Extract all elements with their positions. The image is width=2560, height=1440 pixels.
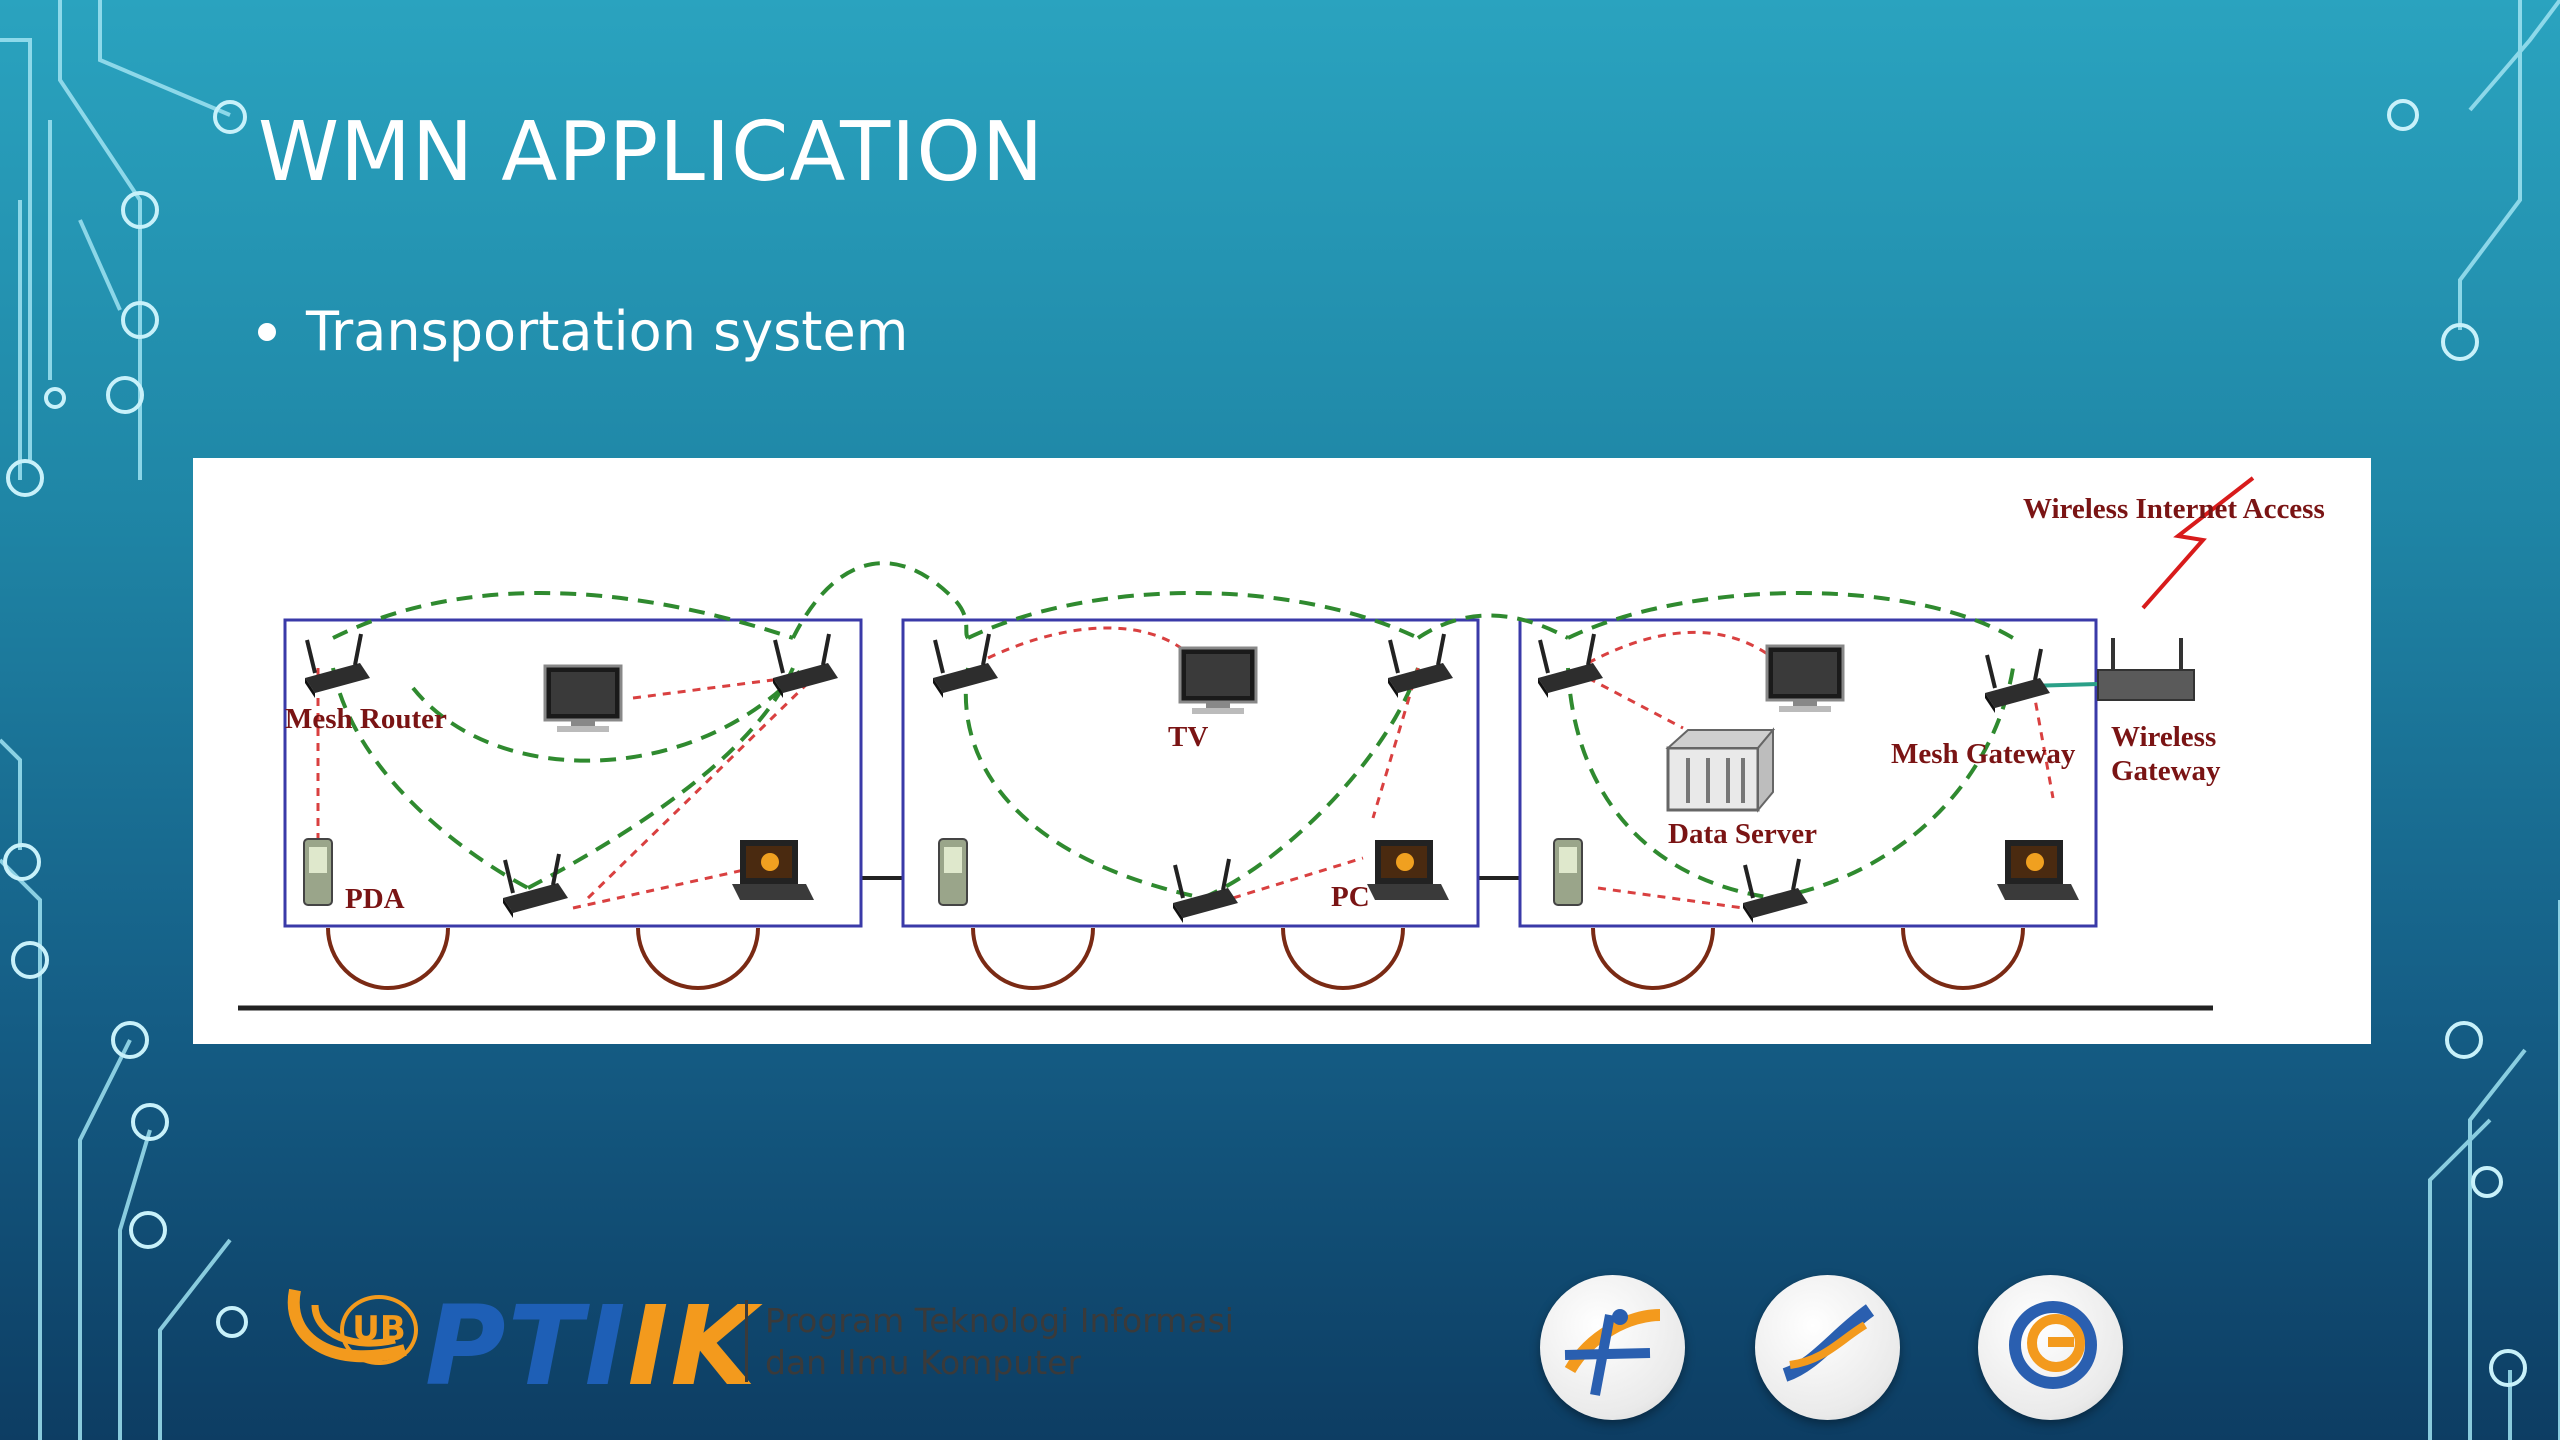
- ptiik-wordmark-a: PTI: [425, 1282, 628, 1410]
- label-pc: PC: [1331, 881, 1370, 913]
- org-name-line2: dan Ilmu Komputer: [765, 1343, 1082, 1382]
- slide-title: WMN APPLICATION: [258, 105, 1045, 200]
- org-name: Program Teknologi Informasi dan Ilmu Kom…: [765, 1300, 1234, 1384]
- ptiik-wordmark-b: IK: [627, 1282, 758, 1410]
- wireless-gateway-icon: [2097, 638, 2195, 701]
- teknik-komputer-logo: [1978, 1275, 2123, 1420]
- train-car-2: [901, 618, 1480, 928]
- transport-diagram: Mesh Router PDA TV PC Data Server Mesh G…: [193, 458, 2371, 1044]
- ptiik-wordmark: PTIIK: [425, 1282, 758, 1410]
- org-name-line1: Program Teknologi Informasi: [765, 1301, 1234, 1340]
- sistem-informasi-logo: [1755, 1275, 1900, 1420]
- label-wireless-gateway-1: Wireless: [2111, 721, 2216, 753]
- train-car-1: [283, 618, 863, 928]
- bullet-dot-icon: [258, 322, 276, 341]
- label-pda: PDA: [345, 883, 405, 915]
- train-car-3: [1518, 618, 2098, 928]
- ub-logo: UB: [340, 1295, 418, 1365]
- label-wireless-gateway-2: Gateway: [2111, 755, 2221, 787]
- label-tv: TV: [1168, 721, 1208, 753]
- informatika-logo: [1540, 1275, 1685, 1420]
- label-mesh-gateway: Mesh Gateway: [1891, 738, 2076, 770]
- data-server-icon: [1665, 727, 1776, 813]
- bullet-item: Transportation system: [258, 300, 908, 363]
- label-wireless-internet-access: Wireless Internet Access: [2023, 493, 2325, 525]
- label-data-server: Data Server: [1668, 818, 1817, 850]
- bullet-text: Transportation system: [306, 300, 909, 363]
- logo-divider: [745, 1300, 748, 1382]
- label-mesh-router: Mesh Router: [285, 703, 447, 735]
